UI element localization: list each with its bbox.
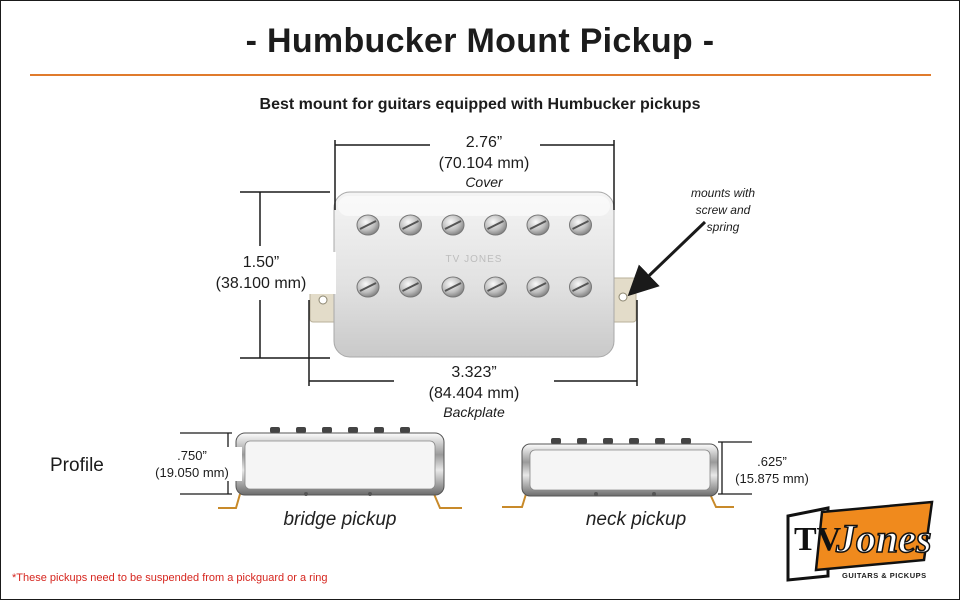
backplate-width-label: 3.323” (84.404 mm) Backplate <box>394 362 554 421</box>
bridge-profile-drawing <box>218 427 462 509</box>
pole-pieces <box>356 214 592 298</box>
height-inches: 1.50” <box>242 254 280 271</box>
profile-pole-stub <box>374 427 384 433</box>
backplate-width-mm: (84.404 mm) <box>428 385 520 402</box>
pole-row-bottom <box>356 276 592 298</box>
profile-pole-stub <box>551 438 561 444</box>
profile-pole-stub <box>681 438 691 444</box>
height-mm: (38.100 mm) <box>215 275 307 292</box>
profile-pole-stub <box>270 427 280 433</box>
page-title: - Humbucker Mount Pickup - <box>245 22 715 60</box>
profile-pole-stub <box>655 438 665 444</box>
profile-pole-stub <box>400 427 410 433</box>
profile-pole-stub <box>629 438 639 444</box>
cover-brand: TV JONES <box>446 254 503 265</box>
cover-label: Cover <box>465 174 503 190</box>
neck-height-mm: (15.875 mm) <box>735 471 809 486</box>
profile-pole-stub <box>296 427 306 433</box>
pickup-cover <box>333 191 615 358</box>
logo-wordmark: Jones <box>835 516 932 561</box>
backplate-label: Backplate <box>443 404 505 420</box>
bridge-caption: bridge pickup <box>283 509 397 530</box>
profile-pole-stub <box>577 438 587 444</box>
bridge-height-inches: .750” <box>177 448 207 463</box>
mount-note: mounts with screw and spring <box>690 186 756 234</box>
neck-caption: neck pickup <box>585 509 687 530</box>
cover-width-mm: (70.104 mm) <box>438 155 530 172</box>
profile-label: Profile <box>50 455 104 476</box>
pole-row-top <box>356 214 592 236</box>
bridge-height-mm: (19.050 mm) <box>155 465 229 480</box>
title-divider <box>30 74 931 76</box>
profile-pole-stub <box>322 427 332 433</box>
neck-height-inches: .625” <box>757 454 787 469</box>
neck-profile-poles <box>551 438 691 444</box>
cover-width-label: 2.76” (70.104 mm) Cover <box>404 132 564 191</box>
mount-screw-hole-right <box>618 292 628 302</box>
footnote: *These pickups need to be suspended from… <box>12 572 328 584</box>
neck-profile-drawing <box>502 438 734 508</box>
mount-arrow <box>627 220 707 297</box>
neck-height-label: .625” (15.875 mm) <box>724 453 820 487</box>
logo-tagline: GUITARS & PICKUPS <box>842 571 927 580</box>
profile-pole-stub <box>348 427 358 433</box>
bridge-height-label: .750” (19.050 mm) <box>142 447 242 481</box>
bridge-profile-poles <box>270 427 410 433</box>
height-label: 1.50” (38.100 mm) <box>186 252 336 294</box>
mount-screw-hole-left <box>318 295 328 305</box>
cover-width-inches: 2.76” <box>465 134 503 151</box>
profile-pole-stub <box>603 438 613 444</box>
subtitle: Best mount for guitars equipped with Hum… <box>259 96 701 113</box>
backplate-width-inches: 3.323” <box>451 364 497 381</box>
logo-monogram: TV <box>794 521 842 558</box>
logo-mark: TV Jones <box>786 500 934 582</box>
tv-jones-logo: TV Jones GUITARS & PICKUPS <box>782 498 944 584</box>
